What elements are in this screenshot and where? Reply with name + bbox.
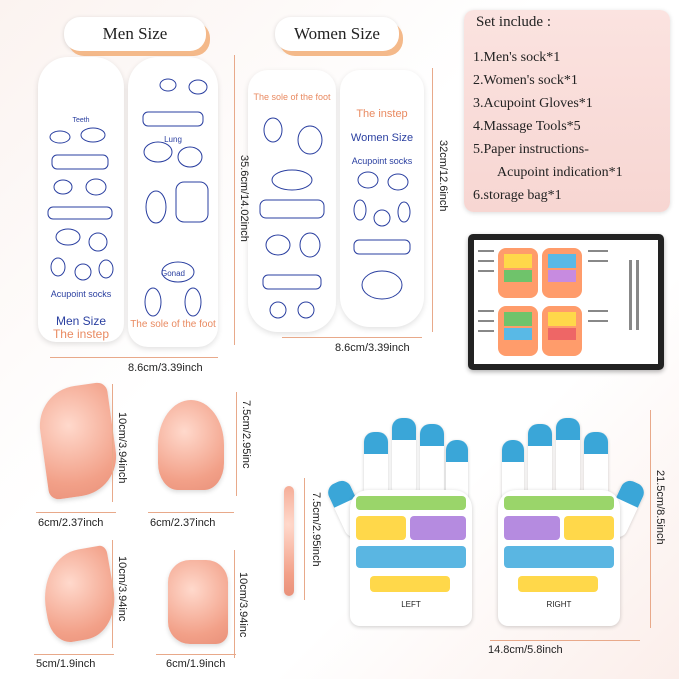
set-item: 4.Massage Tools*5 [473, 119, 581, 134]
right-palm: RIGHT [498, 490, 620, 626]
tool1-height-dim: 10cm/3.94inch [116, 412, 128, 484]
men-sock-map-icon [47, 127, 114, 281]
tool2-height-dim: 7.5cm/2.95inc [240, 400, 252, 469]
glove-height-line [650, 410, 651, 628]
right-finger [528, 424, 552, 500]
men-sock-size-text: Men Size [55, 314, 107, 328]
octopus-tool [158, 400, 224, 490]
set-include-box: Set include : 1.Men's sock*1 2.Women's s… [464, 10, 670, 212]
stick-height-line [304, 478, 305, 600]
right-finger [502, 440, 524, 506]
tool4-height-dim: 10cm/3.94inc [237, 572, 249, 638]
instruction-card [468, 234, 664, 370]
tool1-height-line [112, 384, 113, 502]
women-height-dim: 32cm/12.6inch [437, 140, 449, 212]
set-item: 1.Men's sock*1 [473, 50, 561, 65]
reflexology-chart-icon [478, 248, 639, 356]
women-sock-instep-map-icon [353, 171, 411, 300]
right-glove-label: RIGHT [546, 600, 572, 609]
left-palm: LEFT [350, 490, 472, 626]
men-organ-lung: Lung [164, 135, 182, 144]
men-height-line [234, 55, 235, 345]
glove-height-dim: 21.5cm/8.5inch [654, 470, 666, 545]
left-glove-label: LEFT [401, 600, 421, 609]
set-item: 5.Paper instructions- [473, 142, 589, 157]
men-width-line [50, 357, 218, 358]
women-height-line [432, 68, 433, 332]
glove-width-dim: 14.8cm/5.8inch [488, 644, 563, 656]
men-height-dim: 35.6cm/14.02inch [238, 155, 250, 242]
women-sock-size-text: Women Size [350, 132, 414, 144]
left-finger [420, 424, 444, 500]
men-sock-sole-text: The sole of the foot [130, 319, 216, 330]
women-sock-map-icon [259, 117, 325, 319]
massage-stick-tool [284, 486, 294, 596]
tool3-width-line [34, 654, 114, 655]
tool3-height-dim: 10cm/3.94inc [116, 556, 128, 622]
left-finger [446, 440, 468, 506]
horn-tool [36, 544, 122, 646]
gua-sha-tool [168, 560, 228, 644]
right-glove: RIGHT [490, 410, 648, 628]
tool3-height-line [112, 540, 113, 648]
stick-height-dim: 7.5cm/2.95inch [310, 492, 322, 567]
left-finger [392, 418, 416, 498]
men-sock-left: Teeth Acupoint socks Men Size The instep [38, 57, 124, 342]
set-item: 2.Women's sock*1 [473, 73, 578, 88]
set-item: 6.storage bag*1 [473, 188, 562, 203]
women-width-dim: 8.6cm/3.39inch [335, 342, 410, 354]
men-sock-brand: Acupoint socks [50, 289, 112, 299]
tool2-width-dim: 6cm/2.37inch [150, 517, 216, 529]
men-sock-instep-text: The instep [52, 327, 110, 341]
women-size-label: Women Size [275, 17, 399, 51]
women-sock-brand: Acupoint socks [351, 156, 413, 166]
right-finger [556, 418, 580, 498]
tool1-width-dim: 6cm/2.37inch [38, 517, 104, 529]
women-sock-right: The instep Women Size Acupoint socks [340, 70, 424, 327]
comb-tool [34, 381, 122, 501]
tool4-height-line [234, 550, 235, 658]
tool2-width-line [148, 512, 234, 513]
set-item: Acupoint indication*1 [497, 165, 623, 180]
tool4-width-dim: 6cm/1.9inch [166, 658, 226, 670]
women-sock-left: The sole of the foot [248, 70, 336, 332]
men-organ-label: Teeth [72, 117, 90, 124]
tool2-height-line [236, 392, 237, 496]
tool4-width-line [156, 654, 236, 655]
men-sock-sole-map-icon [142, 78, 209, 317]
women-sock-sole-text: The sole of the foot [253, 92, 331, 102]
men-size-label: Men Size [64, 17, 206, 51]
men-sock-right: Lung Gonad The sole of the foot [128, 57, 218, 347]
men-organ-gonad: Gonad [160, 269, 186, 278]
left-glove: LEFT [324, 410, 480, 628]
set-item: 3.Acupoint Gloves*1 [473, 96, 593, 111]
tool3-width-dim: 5cm/1.9inch [36, 658, 96, 670]
women-sock-instep-text: The instep [356, 108, 408, 120]
women-width-line [282, 337, 422, 338]
glove-width-line [490, 640, 640, 641]
men-width-dim: 8.6cm/3.39inch [128, 362, 203, 374]
tool1-width-line [36, 512, 116, 513]
set-include-title: Set include : [476, 14, 551, 30]
